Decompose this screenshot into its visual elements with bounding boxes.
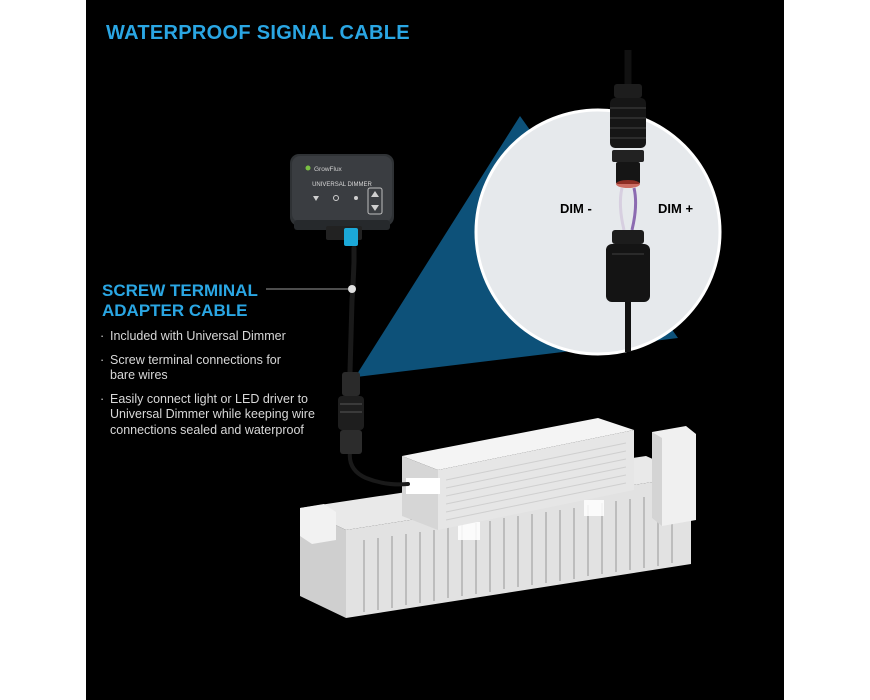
feature-text: Screw terminal connections for bare wire… bbox=[110, 352, 281, 383]
feature-text: Easily connect light or LED driver to Un… bbox=[110, 391, 315, 437]
product-panel: GrowFlux UNIVERSAL DIMMER bbox=[86, 0, 784, 700]
product-illustration: GrowFlux UNIVERSAL DIMMER bbox=[266, 50, 722, 618]
adapter-heading-line-2: ADAPTER CABLE bbox=[102, 301, 248, 320]
power-icon bbox=[333, 195, 339, 201]
connector-detail-circle bbox=[474, 50, 722, 356]
up-arrow-icon bbox=[371, 191, 379, 197]
dimmer-brand: GrowFlux bbox=[314, 166, 343, 173]
signal-cable bbox=[347, 245, 410, 487]
adapter-heading-line-1: SCREW TERMINAL bbox=[102, 281, 258, 300]
dim-plus-label: DIM + bbox=[658, 201, 694, 216]
brand-logo-icon bbox=[305, 165, 311, 171]
callout-dot bbox=[348, 285, 356, 293]
dimmer-port bbox=[344, 228, 358, 246]
brightness-icon bbox=[354, 196, 358, 200]
feature-list: ·Included with Universal Dimmer ·Screw t… bbox=[100, 329, 340, 446]
dim-minus-label: DIM - bbox=[560, 201, 592, 216]
mode-icon bbox=[313, 196, 319, 201]
feature-item: ·Screw terminal connections for bare wir… bbox=[100, 353, 305, 384]
led-driver bbox=[402, 418, 634, 530]
feature-item: ·Easily connect light or LED driver to U… bbox=[100, 392, 332, 439]
dimmer-label: UNIVERSAL DIMMER bbox=[312, 182, 372, 188]
feature-item: ·Included with Universal Dimmer bbox=[100, 329, 286, 343]
down-arrow-icon bbox=[371, 205, 379, 211]
feature-text: Included with Universal Dimmer bbox=[110, 329, 286, 343]
page-title: WATERPROOF SIGNAL CABLE bbox=[106, 22, 410, 44]
universal-dimmer: GrowFlux UNIVERSAL DIMMER bbox=[290, 154, 394, 246]
screw-terminal-adapter bbox=[338, 372, 364, 454]
adapter-heading: SCREW TERMINAL ADAPTER CABLE bbox=[102, 281, 258, 321]
